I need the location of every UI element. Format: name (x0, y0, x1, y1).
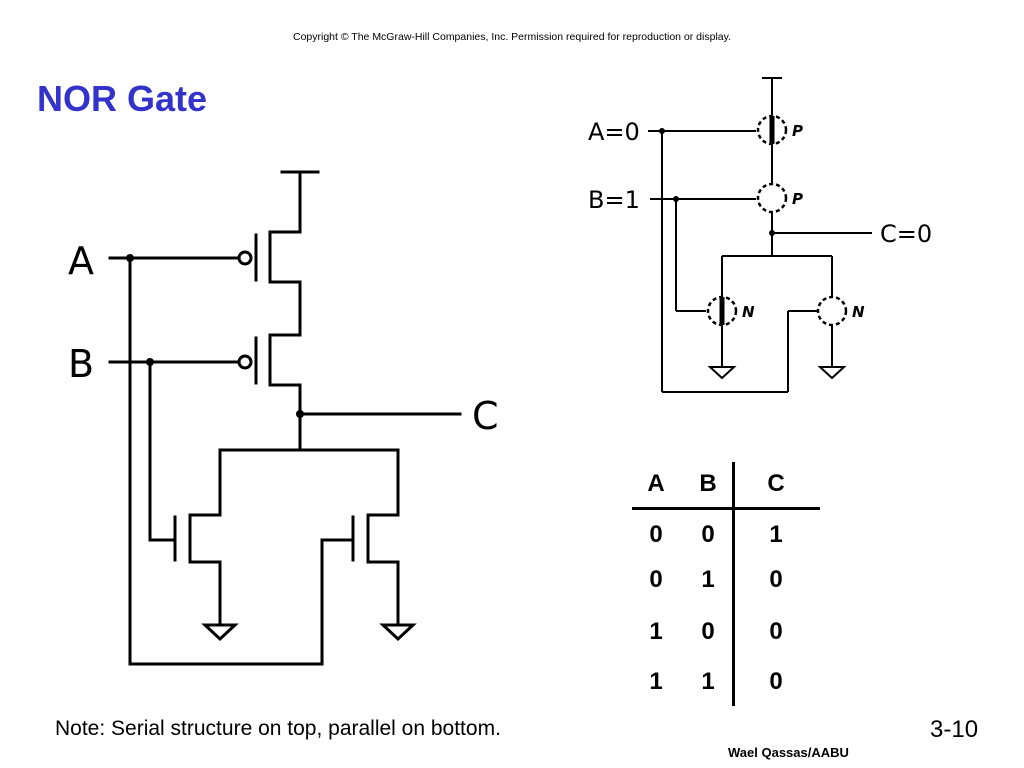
pmos-label: P (792, 122, 803, 140)
table-cell: 0 (701, 521, 715, 548)
table-cell: 1 (649, 668, 663, 695)
bubble-icon (237, 354, 253, 370)
table-divider-horizontal (632, 507, 820, 510)
ground-icon (707, 366, 737, 380)
input-b-state-label: B=1 (588, 186, 640, 214)
input-a-state-label: A=0 (588, 118, 640, 146)
input-b-label: B (68, 342, 94, 386)
output-c-state-label: C=0 (880, 220, 932, 248)
table-cell: 0 (701, 618, 715, 645)
copyright-notice: Copyright © The McGraw-Hill Companies, I… (292, 31, 732, 43)
bubble-icon (237, 250, 253, 266)
table-header: C (767, 470, 785, 497)
nmos-label: N (742, 303, 755, 321)
table-cell: 1 (649, 618, 663, 645)
switch-icon (816, 295, 848, 327)
table-cell: 0 (769, 618, 783, 645)
table-cell: 1 (769, 521, 783, 548)
table-header: B (699, 470, 717, 497)
table-header: A (647, 470, 665, 497)
table-cell: 1 (701, 668, 715, 695)
input-a-label: A (68, 239, 94, 283)
author-credit: Wael Qassas/AABU (728, 745, 849, 760)
switch-icon (756, 182, 788, 214)
slide-title: NOR Gate (37, 78, 208, 119)
table-cell: 0 (769, 566, 783, 593)
nmos-label: N (852, 303, 865, 321)
output-c-label: C (472, 394, 499, 438)
ground-icon (201, 623, 239, 642)
page-number: 3-10 (930, 716, 979, 743)
table-divider-vertical (732, 462, 735, 706)
table-cell: 1 (701, 566, 715, 593)
table-cell: 0 (649, 521, 663, 548)
table-cell: 0 (769, 668, 783, 695)
table-cell: 0 (649, 566, 663, 593)
truth-table: A B C 0 0 1 0 1 0 1 0 0 1 1 0 (630, 462, 830, 708)
slide-note: Note: Serial structure on top, parallel … (55, 717, 501, 740)
pmos-label: P (792, 190, 803, 208)
ground-icon (817, 366, 847, 380)
ground-icon (379, 623, 417, 642)
